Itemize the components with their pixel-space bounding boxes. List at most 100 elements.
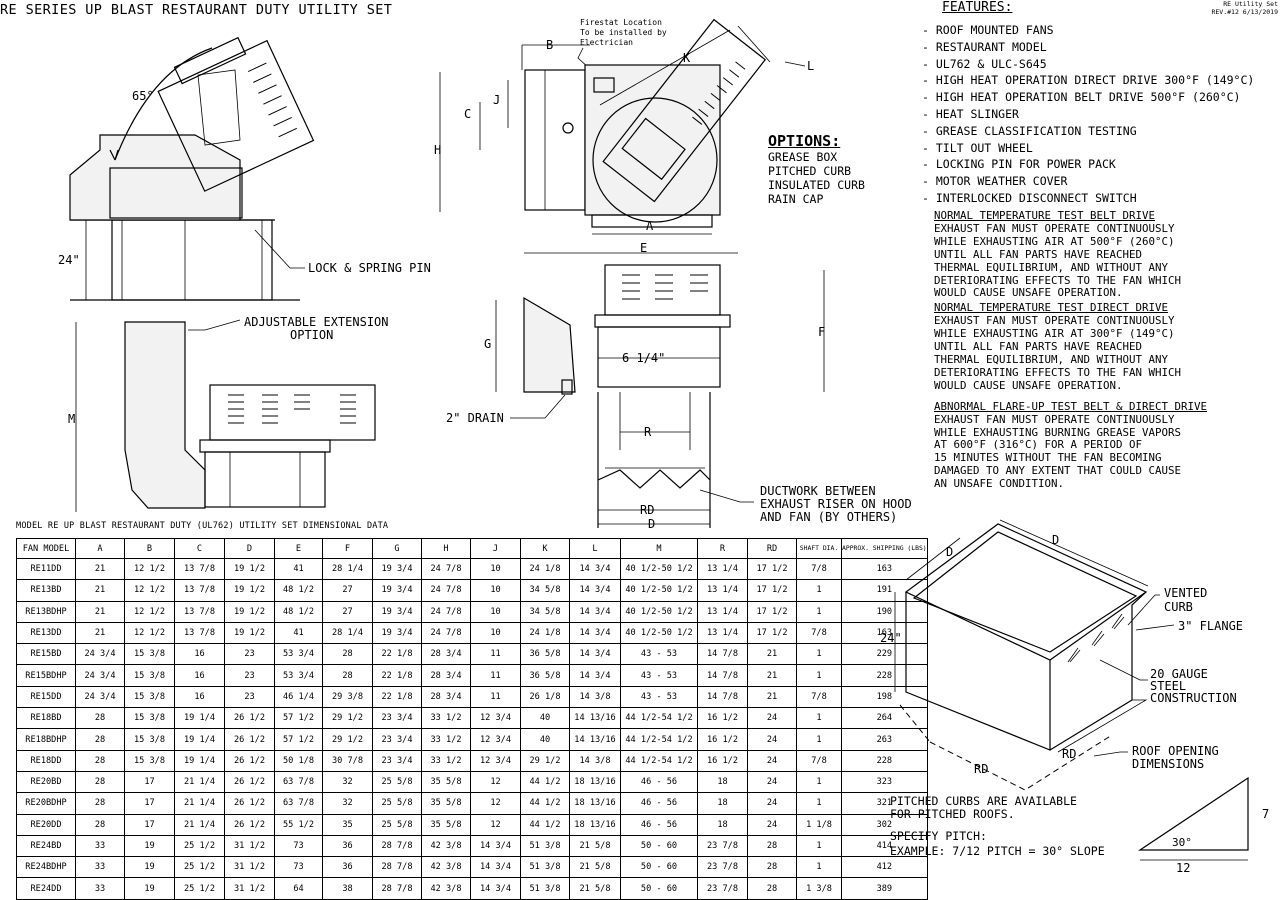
table-cell: 25 1/2 xyxy=(174,856,225,879)
option-item: GREASE BOX xyxy=(768,150,838,164)
pitch-specify: SPECIFY PITCH: EXAMPLE: 7/12 PITCH = 30°… xyxy=(890,829,1105,859)
table-cell: 12 3/4 xyxy=(470,749,521,772)
table-cell: 228 xyxy=(841,664,928,687)
feature-item: - ROOF MOUNTED FANS xyxy=(922,23,1054,37)
table-cell: 33 1/2 xyxy=(421,749,471,772)
test-block: NORMAL TEMPERATURE TEST DIRECT DRIVE EXH… xyxy=(934,301,1274,392)
adj-ext-label-1: ADJUSTABLE EXTENSION xyxy=(244,315,389,329)
pitch-specify-label: SPECIFY PITCH: xyxy=(890,829,987,843)
table-cell: 13 7/8 xyxy=(174,600,225,623)
table-cell: 44 1/2-54 1/2 xyxy=(620,728,698,751)
table-cell: 13 7/8 xyxy=(174,621,225,645)
table-cell: 28 xyxy=(747,877,797,900)
table-cell: 263 xyxy=(841,728,928,751)
table-cell: 36 5/8 xyxy=(520,664,570,687)
col-header: M xyxy=(620,538,698,559)
fan-model-cell: RE15BD xyxy=(16,643,76,666)
table-cell: 57 1/2 xyxy=(274,728,323,751)
table-cell: 412 xyxy=(841,856,928,879)
table-cell: 21 xyxy=(747,643,797,666)
table-cell: 19 xyxy=(124,834,175,858)
feature-item: - HIGH HEAT OPERATION BELT DRIVE 500°F (… xyxy=(922,90,1241,105)
table-cell: 228 xyxy=(841,749,928,772)
table-cell: 12 1/2 xyxy=(124,557,175,581)
table-cell: 19 xyxy=(124,877,175,900)
table-cell: 42 3/8 xyxy=(421,834,471,858)
table-cell: 46 - 56 xyxy=(620,813,698,836)
test-body: EXHAUST FAN MUST OPERATE CONTINUOUSLY WH… xyxy=(934,314,1182,392)
table-cell: 17 1/2 xyxy=(747,621,797,645)
table-cell: 36 xyxy=(322,856,373,879)
fan-model-cell: RE18BD xyxy=(16,707,76,730)
table-cell: 13 7/8 xyxy=(174,579,225,602)
table-cell: 26 1/2 xyxy=(224,813,275,836)
table-cell: 28 xyxy=(75,707,125,730)
table-cell: 29 1/2 xyxy=(322,728,373,751)
table-cell: 21 xyxy=(75,579,125,602)
dim-m-label: M xyxy=(68,412,75,426)
table-cell: 26 1/2 xyxy=(224,728,275,751)
table-cell: 14 3/4 xyxy=(569,600,621,623)
table-cell: 73 xyxy=(274,856,323,879)
table-cell: 1 xyxy=(796,600,842,623)
dim-b-label: B xyxy=(546,38,553,52)
table-cell: 28 xyxy=(747,834,797,858)
table-cell: 7/8 xyxy=(796,557,842,581)
table-cell: 11 xyxy=(470,664,521,687)
firestat-label-1: Firestat Location xyxy=(580,18,662,27)
dim-e-label: E xyxy=(640,241,647,255)
table-cell: 25 1/2 xyxy=(174,834,225,858)
table-cell: 14 7/8 xyxy=(697,643,748,666)
table-cell: 21 1/4 xyxy=(174,770,225,794)
feature-item: - MOTOR WEATHER COVER xyxy=(922,174,1068,189)
test-body: EXHAUST FAN MUST OPERATE CONTINUOUSLY WH… xyxy=(934,221,1182,300)
table-cell: 10 xyxy=(470,600,521,623)
table-cell: 44 1/2 xyxy=(520,770,570,794)
table-cell: 7/8 xyxy=(796,621,842,645)
angle-label: 65° xyxy=(132,89,154,103)
fan-model-cell: RE24BDHP xyxy=(16,856,76,879)
table-cell: 10 xyxy=(470,579,521,602)
col-header: RD xyxy=(747,538,797,559)
table-cell: 18 xyxy=(697,770,748,794)
gauge-label-1: 20 GAUGE xyxy=(1150,667,1208,681)
dim-rd-label: RD xyxy=(640,503,654,517)
fan-model-cell: RE13DD xyxy=(16,621,76,645)
dim-d-label: D xyxy=(648,517,655,531)
side-view: Firestat Location To be installed by Ele… xyxy=(434,18,814,255)
table-cell: 40 1/2-50 1/2 xyxy=(620,621,698,645)
feature-item: - GREASE CLASSIFICATION TESTING xyxy=(922,123,1137,138)
flange-label: 3" FLANGE xyxy=(1178,619,1243,633)
table-cell: 28 xyxy=(75,749,125,772)
rd-right-label: RD xyxy=(1062,747,1076,761)
table-cell: 26 1/2 xyxy=(224,749,275,772)
table-cell: 28 xyxy=(747,856,797,879)
table-cell: 50 1/8 xyxy=(274,749,323,772)
table-cell: 21 5/8 xyxy=(569,834,621,858)
gauge-label-2: STEEL xyxy=(1150,679,1186,693)
revision-line-1: RE Utility Set xyxy=(1223,0,1278,8)
fan-model-cell: RE15BDHP xyxy=(16,664,76,687)
table-cell: 13 7/8 xyxy=(174,557,225,581)
revision-line-2: REV.#12 6/13/2019 xyxy=(1211,8,1278,16)
table-cell: 14 3/4 xyxy=(569,621,621,645)
table-cell: 26 1/2 xyxy=(224,707,275,730)
table-cell: 27 xyxy=(322,600,373,623)
table-cell: 30 7/8 xyxy=(322,749,373,772)
table-cell: 1 xyxy=(796,770,842,794)
table-cell: 38 xyxy=(322,877,373,900)
firestat-label-2: To be installed by xyxy=(580,28,667,37)
table-cell: 24 xyxy=(747,770,797,794)
table-cell: 29 1/2 xyxy=(322,707,373,730)
table-cell: 229 xyxy=(841,643,928,666)
table-cell: 51 3/8 xyxy=(520,877,570,900)
table-cell: 64 xyxy=(274,877,323,900)
table-cell: 35 5/8 xyxy=(421,770,471,794)
table-cell: 44 1/2 xyxy=(520,813,570,836)
